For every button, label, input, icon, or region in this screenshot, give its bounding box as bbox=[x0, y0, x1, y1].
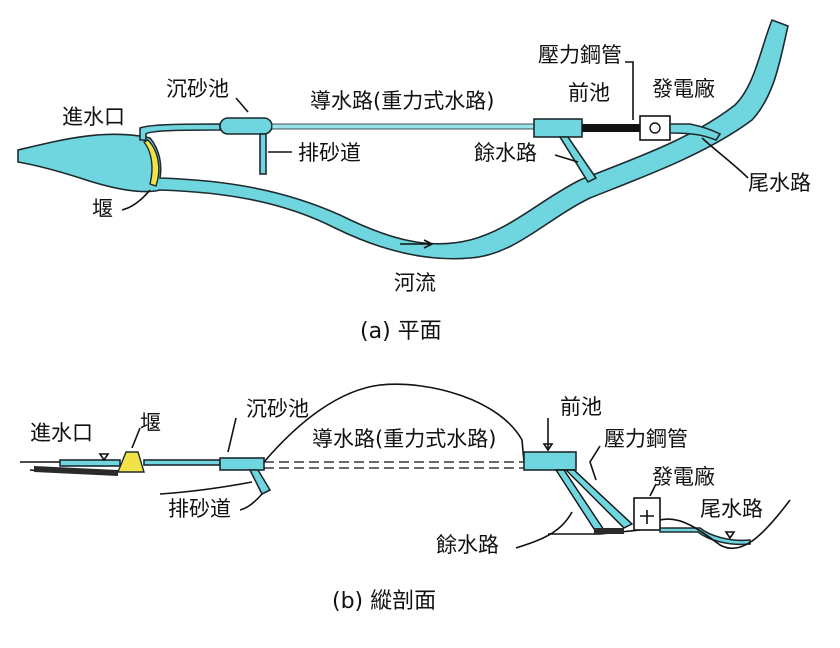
turbine-icon bbox=[649, 122, 661, 134]
caption-profile: (b) 縱剖面 bbox=[332, 589, 436, 614]
profile-intake-channel bbox=[143, 459, 221, 466]
leader-profile-spillway bbox=[515, 511, 573, 549]
profile-forebay bbox=[523, 451, 577, 471]
plan-sand-sluice bbox=[259, 133, 267, 175]
plan-forebay bbox=[533, 118, 583, 138]
profile-tailrace bbox=[659, 527, 751, 546]
profile-reservoir bbox=[59, 459, 121, 467]
leader-weir bbox=[121, 189, 151, 211]
plan-tailrace bbox=[669, 123, 722, 141]
profile-sand-sluice-ground bbox=[239, 493, 263, 511]
label-profile-sand-sluice: 排砂道 bbox=[168, 497, 231, 521]
generator-icon bbox=[640, 510, 654, 524]
leader-profile-settling bbox=[227, 417, 237, 453]
water-level-marker-tailrace bbox=[724, 531, 736, 540]
label-profile-headrace: 導水路(重力式水路) bbox=[312, 427, 496, 451]
label-forebay: 前池 bbox=[568, 81, 610, 105]
plan-headrace bbox=[271, 123, 535, 130]
profile-penstock bbox=[564, 469, 634, 529]
leader-profile-penstock bbox=[589, 445, 601, 481]
plan-spillway bbox=[558, 136, 598, 184]
label-penstock: 壓力鋼管 bbox=[538, 43, 622, 67]
label-profile-weir: 堰 bbox=[140, 411, 161, 435]
profile-settling-basin bbox=[219, 457, 265, 471]
label-sand-sluice: 排砂道 bbox=[298, 141, 361, 165]
label-settling-basin: 沉砂池 bbox=[166, 77, 229, 101]
leader-spillway bbox=[554, 154, 579, 163]
leader-tailrace bbox=[701, 137, 749, 179]
caption-plan: (a) 平面 bbox=[360, 319, 442, 344]
profile-hill bbox=[263, 383, 525, 463]
leader-penstock bbox=[625, 61, 634, 120]
profile-tailrace-ground bbox=[659, 499, 791, 550]
label-powerhouse: 發電廠 bbox=[652, 77, 715, 101]
label-profile-forebay: 前池 bbox=[560, 395, 602, 419]
plan-penstock bbox=[582, 124, 640, 132]
leader-settling bbox=[235, 97, 249, 113]
water-level-marker-upstream bbox=[98, 453, 110, 462]
plan-intake-channel bbox=[139, 123, 221, 141]
profile-view: 進水口 堰 沉砂池 前池 導水路(重力式水路) 壓力鋼管 發電廠 排砂道 尾水路… bbox=[20, 383, 791, 614]
river-flow-arrow bbox=[400, 239, 434, 249]
label-profile-penstock: 壓力鋼管 bbox=[604, 427, 688, 451]
label-profile-settling-basin: 沉砂池 bbox=[246, 397, 309, 421]
plan-weir bbox=[142, 139, 160, 187]
label-profile-powerhouse: 發電廠 bbox=[652, 465, 715, 489]
leader-profile-sand-sluice bbox=[159, 481, 253, 495]
label-river: 河流 bbox=[394, 271, 436, 295]
label-profile-spillway: 餘水路 bbox=[436, 533, 499, 557]
plan-river bbox=[17, 18, 789, 260]
profile-weir bbox=[116, 451, 145, 473]
label-tailrace: 尾水路 bbox=[748, 171, 811, 195]
plan-view: 進水口 沉砂池 導水路(重力式水路) 前池 壓力鋼管 發電廠 排砂道 餘水路 尾… bbox=[17, 18, 811, 344]
leader-profile-powerhouse bbox=[649, 483, 657, 497]
leader-profile-weir bbox=[131, 427, 141, 449]
profile-spillway-outlet bbox=[594, 528, 624, 534]
label-spillway: 餘水路 bbox=[474, 141, 537, 165]
profile-sand-sluice bbox=[248, 469, 272, 496]
label-weir: 堰 bbox=[92, 197, 113, 221]
label-profile-intake: 進水口 bbox=[30, 421, 93, 445]
label-headrace: 導水路(重力式水路) bbox=[310, 89, 494, 113]
profile-riverbed-rock bbox=[34, 466, 118, 476]
label-profile-tailrace: 尾水路 bbox=[700, 497, 763, 521]
label-intake: 進水口 bbox=[62, 105, 125, 129]
plan-settling-basin bbox=[219, 117, 273, 135]
